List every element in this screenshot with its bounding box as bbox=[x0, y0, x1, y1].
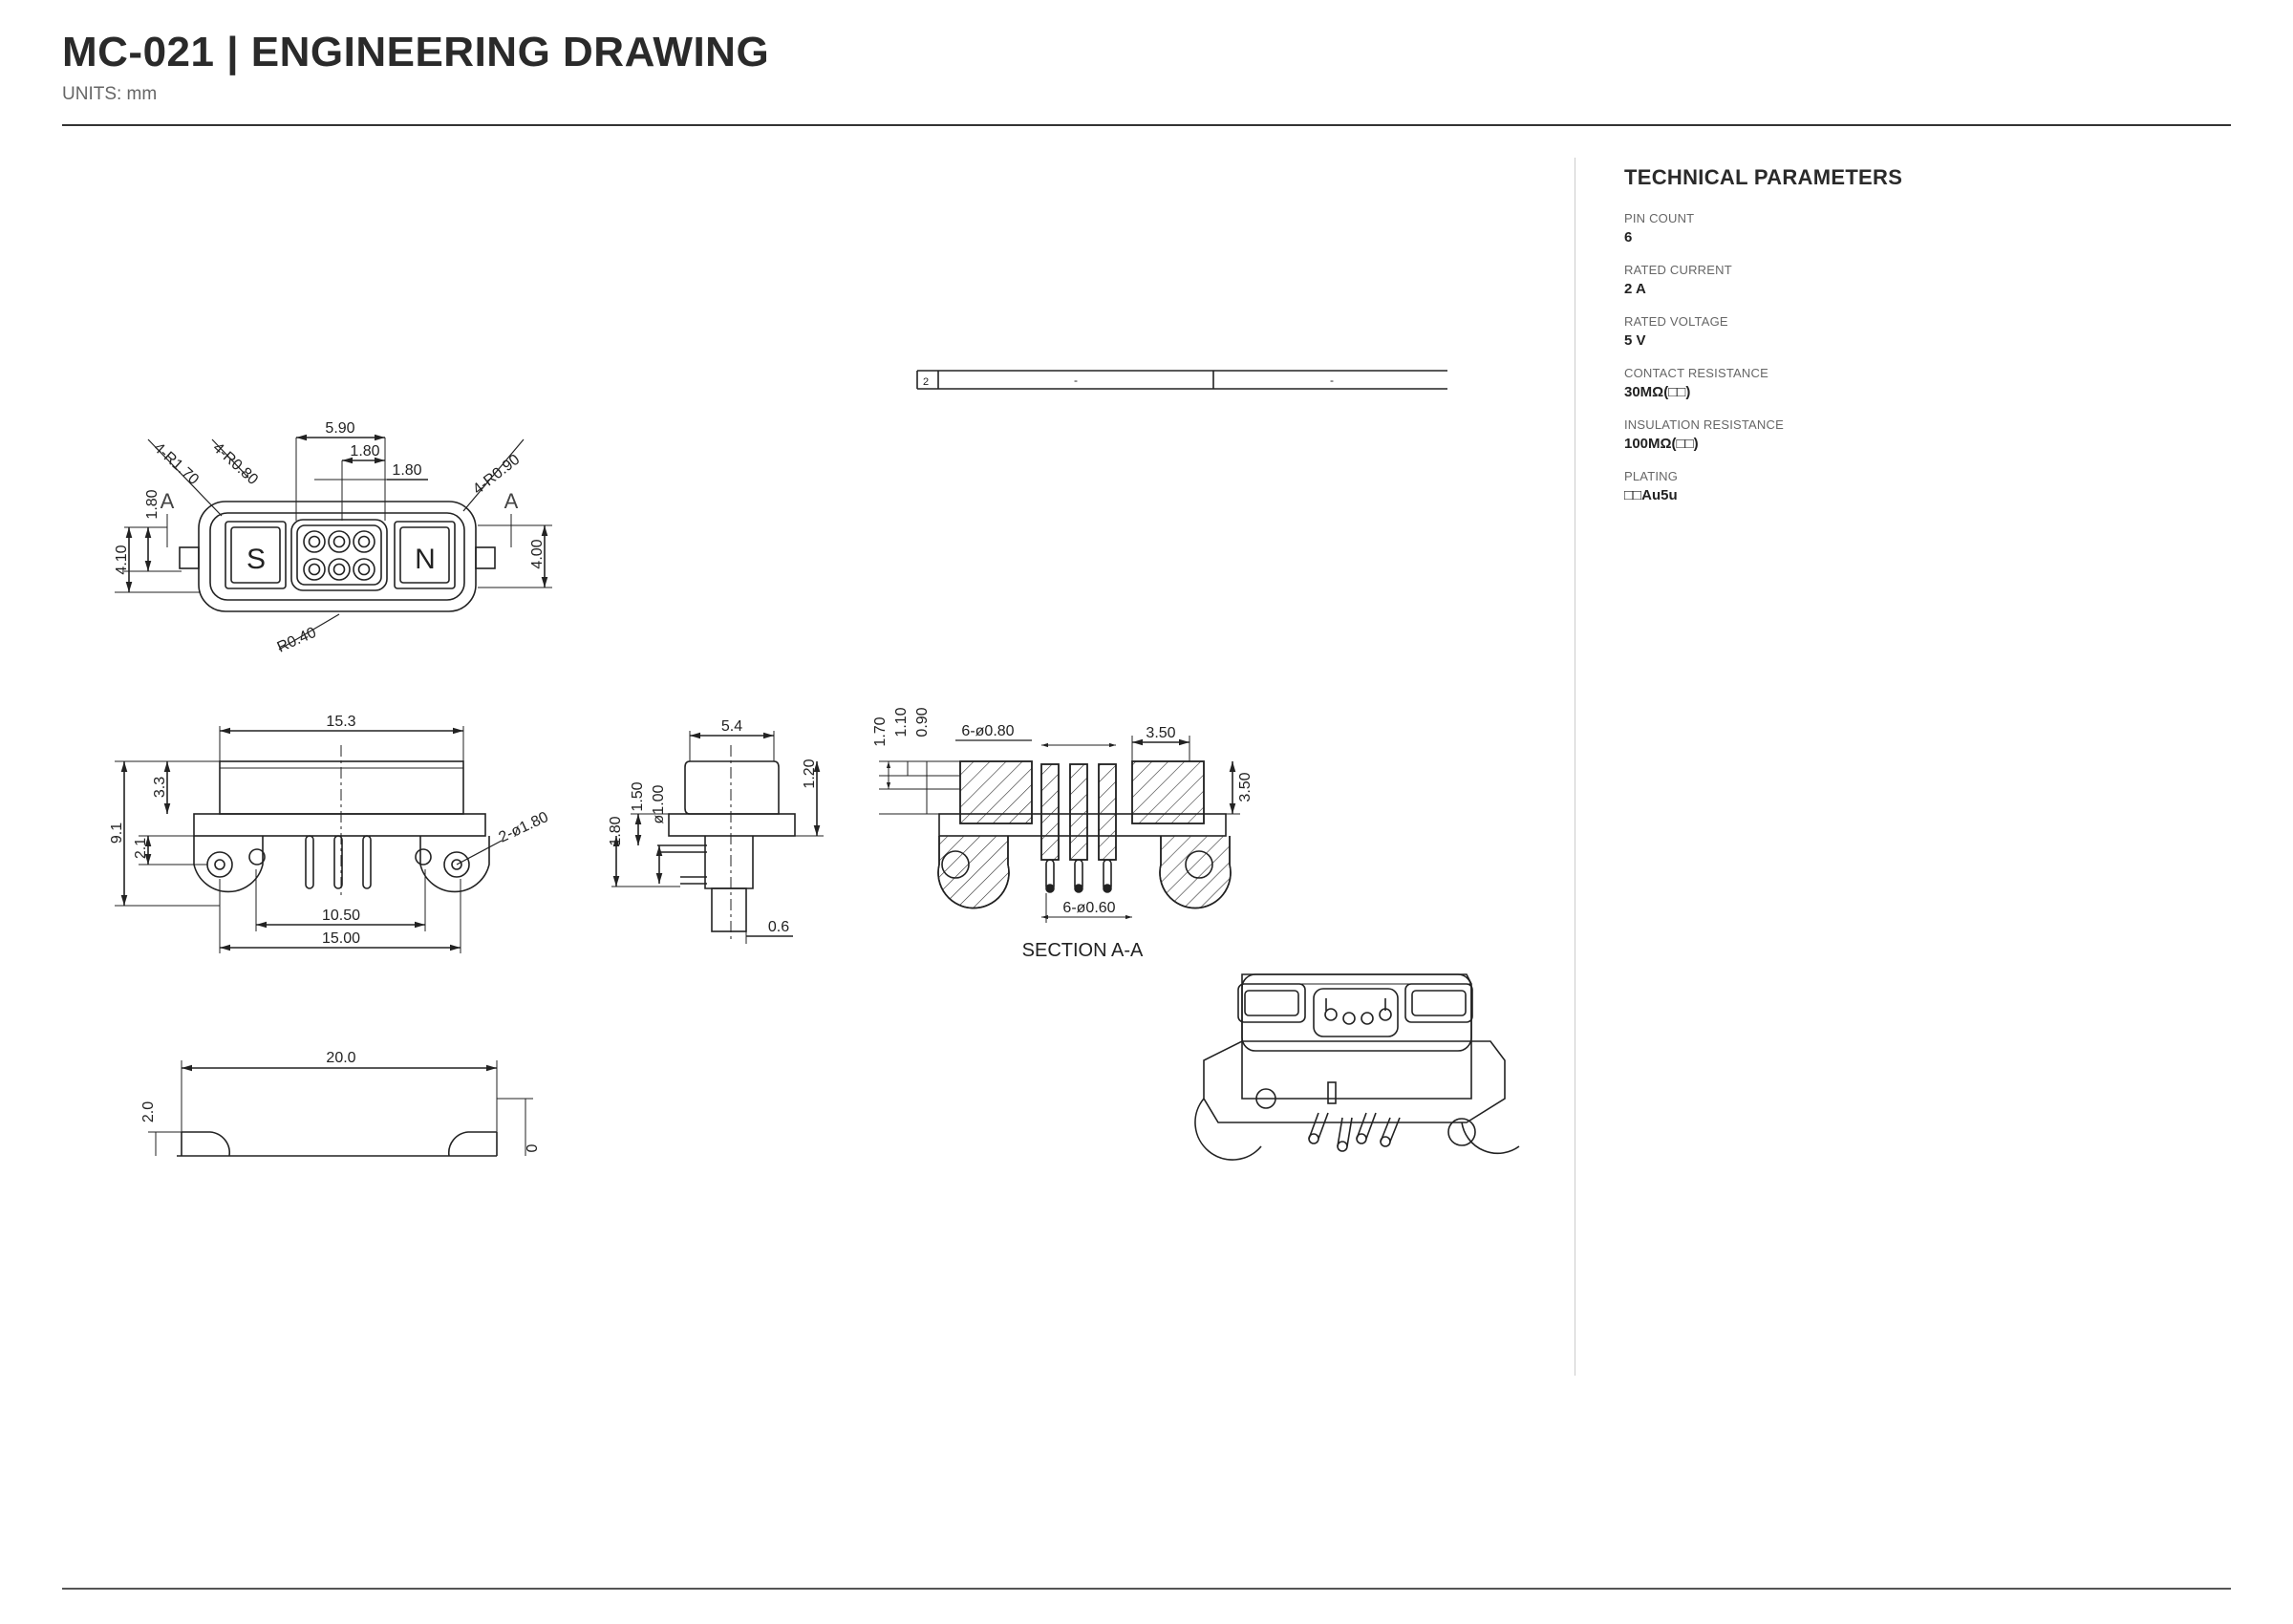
bottom-view: 20.0 2.0 0 bbox=[140, 1050, 541, 1157]
dim-label: 5.4 bbox=[721, 718, 742, 735]
param-label: RATED VOLTAGE bbox=[1624, 314, 1728, 329]
dim-label: 9.1 bbox=[109, 823, 125, 844]
dim-label: 4-R0.80 bbox=[209, 439, 261, 488]
pin-socket bbox=[303, 558, 326, 581]
section-marker: A bbox=[504, 489, 519, 513]
technical-parameters-panel: TECHNICAL PARAMETERS PIN COUNT 6 RATED C… bbox=[1624, 165, 2217, 521]
key-s: S bbox=[246, 544, 266, 575]
dim-label: 15.3 bbox=[326, 714, 355, 730]
drawing-title: MC-021 | ENGINEERING DRAWING bbox=[62, 29, 770, 75]
dim-label: 3.50 bbox=[1237, 772, 1254, 801]
param-label: CONTACT RESISTANCE bbox=[1624, 366, 1768, 380]
section-a-a: 6-ø0.80 3.50 3.50 1.70 1.10 0.90 6-ø0.60… bbox=[872, 707, 1254, 961]
dim-label: R0.40 bbox=[275, 625, 319, 656]
dim-label: 1.80 bbox=[144, 489, 161, 519]
param-rated-voltage: RATED VOLTAGE 5 V bbox=[1624, 314, 2217, 349]
header-rule bbox=[62, 124, 2231, 126]
dim-label: 1.80 bbox=[608, 816, 624, 845]
dim-label: 1.10 bbox=[893, 707, 910, 737]
param-label: INSULATION RESISTANCE bbox=[1624, 417, 1784, 432]
rev-cell: - bbox=[1074, 374, 1078, 387]
param-value: 100MΩ(□□) bbox=[1624, 436, 1699, 452]
pin-socket bbox=[353, 558, 375, 581]
param-value: 6 bbox=[1624, 229, 1633, 246]
dim-label: 3.50 bbox=[1146, 725, 1175, 741]
dim-label: 2-ø1.80 bbox=[497, 809, 551, 846]
pin-socket bbox=[328, 558, 351, 581]
footer-rule bbox=[62, 1588, 2231, 1590]
pin-socket bbox=[303, 530, 326, 553]
top-view: S N 5.90 1.80 1.80 4-R1.70 4-R0.80 4-R0.… bbox=[114, 420, 552, 656]
param-rated-current: RATED CURRENT 2 A bbox=[1624, 263, 2217, 297]
param-value: □□Au5u bbox=[1624, 487, 1678, 503]
param-value: 5 V bbox=[1624, 332, 1646, 349]
units-label: UNITS: mm bbox=[62, 84, 158, 104]
dim-label: 0.90 bbox=[914, 707, 931, 737]
dim-label: 15.00 bbox=[322, 930, 360, 947]
pin-socket bbox=[328, 530, 351, 553]
contact-pin bbox=[1098, 763, 1117, 893]
dim-label: 1.80 bbox=[350, 443, 379, 459]
dim-label: 4-R1.70 bbox=[150, 439, 202, 488]
dim-label: 0 bbox=[525, 1143, 541, 1152]
param-value: 2 A bbox=[1624, 281, 1646, 297]
dim-label: 4.10 bbox=[114, 545, 130, 574]
dim-label: 2.0 bbox=[140, 1101, 157, 1122]
front-view: 15.3 3.3 9.1 2.1 10.50 15.00 2-ø1.80 bbox=[109, 714, 551, 953]
isometric-view bbox=[1194, 973, 1520, 1161]
dim-label: 1.20 bbox=[802, 759, 818, 788]
key-n: N bbox=[415, 544, 436, 575]
dim-label: 1.70 bbox=[872, 716, 889, 746]
param-label: PLATING bbox=[1624, 469, 1679, 483]
dim-label: 6-ø0.80 bbox=[961, 723, 1014, 739]
contact-pin bbox=[1040, 763, 1060, 893]
param-plating: PLATING □□Au5u bbox=[1624, 469, 2217, 503]
param-pin-count: PIN COUNT 6 bbox=[1624, 211, 2217, 246]
section-caption: SECTION A-A bbox=[1022, 940, 1144, 961]
drawing-header: MC-021 | ENGINEERING DRAWING UNITS: mm bbox=[62, 29, 769, 105]
param-label: PIN COUNT bbox=[1624, 211, 1695, 225]
dim-label: 20.0 bbox=[326, 1050, 355, 1066]
dim-label: ø1.00 bbox=[651, 784, 667, 823]
engineering-drawing: 2 - - S N bbox=[109, 370, 1520, 1161]
revision-table: 2 - - bbox=[916, 370, 1447, 390]
pin-socket bbox=[353, 530, 375, 553]
contact-pin bbox=[1069, 763, 1088, 893]
param-contact-resistance: CONTACT RESISTANCE 30MΩ(□□) bbox=[1624, 366, 2217, 400]
rev-number: 2 bbox=[923, 376, 929, 388]
dim-label: 4.00 bbox=[529, 539, 546, 568]
side-view: 5.4 1.20 1.50 ø1.00 1.80 0.6 bbox=[608, 718, 824, 944]
dim-label: 2.1 bbox=[133, 838, 149, 859]
param-value: 30MΩ(□□) bbox=[1624, 384, 1691, 400]
dim-label: 1.80 bbox=[392, 462, 421, 479]
param-label: RATED CURRENT bbox=[1624, 263, 1732, 277]
rev-cell: - bbox=[1330, 374, 1334, 387]
dim-label: 10.50 bbox=[322, 908, 360, 924]
param-insulation-resistance: INSULATION RESISTANCE 100MΩ(□□) bbox=[1624, 417, 2217, 452]
section-marker: A bbox=[161, 489, 175, 513]
dim-label: 1.50 bbox=[630, 781, 646, 811]
dim-label: 0.6 bbox=[768, 919, 789, 935]
dim-label: 6-ø0.60 bbox=[1062, 900, 1115, 916]
dim-label: 3.3 bbox=[152, 777, 168, 798]
params-heading: TECHNICAL PARAMETERS bbox=[1624, 165, 1903, 189]
dim-label: 5.90 bbox=[325, 420, 354, 437]
